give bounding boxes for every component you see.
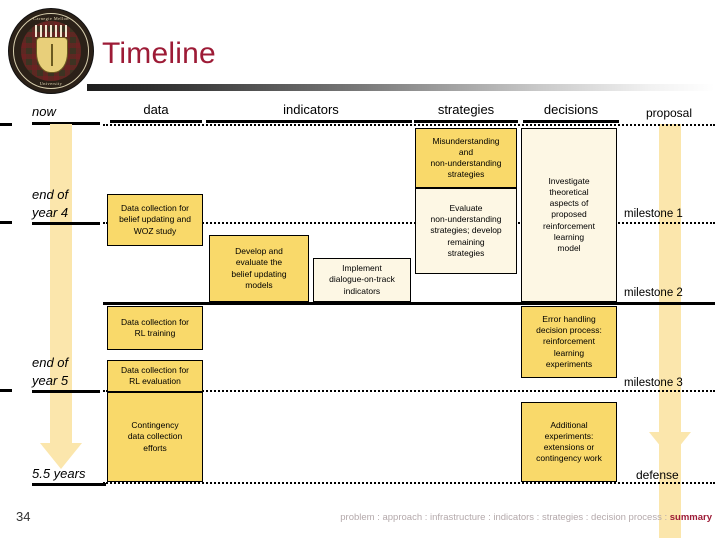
- time-rule-year-5: [32, 390, 100, 393]
- slide-number: 34: [16, 509, 31, 524]
- column-rule-indicators: [206, 120, 412, 123]
- column-header-proposal: proposal: [645, 106, 693, 120]
- page-title: Timeline: [102, 37, 216, 70]
- task-box-data-belief-updating[interactable]: Data collection for belief updating and …: [107, 194, 203, 246]
- tick-year-4: [0, 221, 12, 224]
- task-box-data-contingency[interactable]: Contingency data collection efforts: [107, 392, 203, 482]
- cmu-seal-icon: Carnegie Mellon University: [8, 8, 94, 94]
- tick-year-5: [0, 389, 12, 392]
- seal-ring: [13, 13, 89, 89]
- milestone-label-2: milestone 2: [624, 287, 683, 299]
- time-rule-year-4: [32, 222, 100, 225]
- milestone-label-3: milestone 3: [624, 377, 683, 389]
- column-header-now: now: [32, 104, 56, 119]
- separator-now: [103, 124, 715, 126]
- timeline-arrow-left-head: [40, 443, 82, 469]
- timeline-arrow-right-head: [649, 432, 691, 458]
- time-label-end-year-5-line1: end of: [32, 355, 69, 370]
- tick-now: [0, 123, 12, 126]
- column-rule-decisions: [523, 120, 619, 123]
- timeline-arrow-left-shaft: [50, 124, 72, 450]
- task-box-misunderstanding-strategies[interactable]: Misunderstanding and non-understanding s…: [415, 128, 517, 188]
- task-box-data-rl-training[interactable]: Data collection for RL training: [107, 306, 203, 350]
- time-label-end-year-5-line2: year 5: [32, 373, 69, 388]
- separator-milestone-1: [103, 222, 715, 224]
- separator-milestone-3: [103, 390, 715, 392]
- column-rule-strategies: [414, 120, 518, 123]
- time-label-end-year-4-line2: year 4: [32, 205, 69, 220]
- task-box-belief-updating-models[interactable]: Develop and evaluate the belief updating…: [209, 235, 309, 302]
- task-box-error-handling-decision[interactable]: Error handling decision process: reinfor…: [521, 306, 617, 378]
- column-rule-now: [32, 122, 100, 125]
- column-header-data: data: [143, 102, 169, 117]
- milestone-label-defense: defense: [636, 468, 679, 482]
- time-rule-5-5-years: [32, 483, 106, 486]
- task-box-data-rl-evaluation[interactable]: Data collection for RL evaluation: [107, 360, 203, 392]
- milestone-label-1: milestone 1: [624, 208, 683, 220]
- column-header-indicators: indicators: [283, 102, 339, 117]
- separator-defense: [103, 482, 715, 484]
- time-label-5-5-years: 5.5 years: [32, 466, 86, 481]
- task-box-dialogue-on-track-indicators[interactable]: Implement dialogue-on-track indicators: [313, 258, 411, 302]
- footer-nav-current[interactable]: summary: [669, 512, 712, 523]
- column-rule-data: [110, 120, 202, 123]
- time-label-end-year-4-line1: end of: [32, 187, 69, 202]
- seal-top-text: Carnegie Mellon: [33, 16, 69, 21]
- separator-milestone-2: [103, 302, 715, 305]
- footer-nav: problem : approach : infrastructure : in…: [340, 512, 712, 523]
- task-box-additional-experiments[interactable]: Additional experiments: extensions or co…: [521, 402, 617, 482]
- task-box-investigate-theoretical[interactable]: Investigate theoretical aspects of propo…: [521, 128, 617, 302]
- title-gradient-rule: [87, 84, 715, 91]
- column-header-decisions: decisions: [543, 102, 599, 117]
- seal-bottom-text: University: [39, 81, 63, 86]
- task-box-evaluate-strategies[interactable]: Evaluate non-understanding strategies; d…: [415, 188, 517, 274]
- footer-nav-items[interactable]: problem : approach : infrastructure : in…: [340, 512, 670, 523]
- column-header-strategies: strategies: [437, 102, 495, 117]
